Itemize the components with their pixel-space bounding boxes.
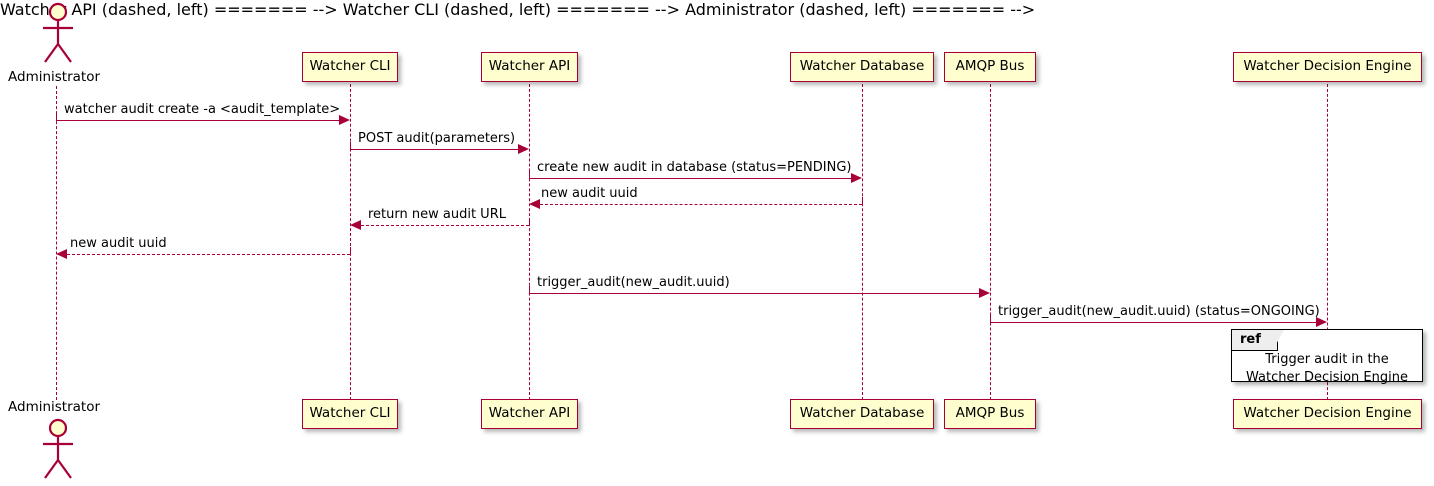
actor-label-administrator-bottom: Administrator <box>8 399 101 415</box>
message-6-arrowhead <box>56 249 67 259</box>
message-4-label: new audit uuid <box>541 186 638 201</box>
message-5-label: return new audit URL <box>368 207 506 222</box>
message-2-line <box>350 149 518 150</box>
ref-fragment-body: Trigger audit in the Watcher Decision En… <box>1232 351 1422 386</box>
message-4-line <box>540 204 862 205</box>
message-1-line <box>56 120 339 121</box>
message-2-arrowhead <box>518 144 529 154</box>
ref-fragment-line-1: Trigger audit in the <box>1265 352 1389 367</box>
participant-watcher-api-bottom[interactable]: Watcher API <box>481 399 578 429</box>
message-6-label: new audit uuid <box>70 236 167 251</box>
participant-amqp-bus-bottom[interactable]: AMQP Bus <box>944 399 1036 429</box>
message-4-arrowhead <box>529 199 540 209</box>
participant-label: Watcher Decision Engine <box>1243 58 1412 75</box>
participant-label: AMQP Bus <box>955 405 1025 422</box>
ref-fragment-tag-notch <box>1274 330 1284 348</box>
participant-label: Watcher CLI <box>309 405 391 422</box>
participant-label: Watcher Database <box>799 58 925 75</box>
participant-watcher-database-top[interactable]: Watcher Database <box>790 52 934 82</box>
lifeline-administrator <box>56 86 57 400</box>
lifeline-watcher-decision-engine <box>1327 84 1328 400</box>
participant-label: AMQP Bus <box>955 58 1025 75</box>
message-2-origin-tick <box>350 142 351 150</box>
participant-watcher-decision-engine-top[interactable]: Watcher Decision Engine <box>1233 52 1422 82</box>
message-6-line <box>67 254 350 255</box>
participant-label: Watcher Decision Engine <box>1243 405 1412 422</box>
message-1-arrowhead <box>339 115 350 125</box>
message-4-origin-tick <box>862 197 863 205</box>
participant-label: Watcher API <box>488 58 571 75</box>
lifeline-watcher-api <box>529 84 530 400</box>
participant-amqp-bus-top[interactable]: AMQP Bus <box>944 52 1036 82</box>
message-5-line <box>361 225 529 226</box>
actor-icon <box>43 418 73 479</box>
participant-watcher-cli-bottom[interactable]: Watcher CLI <box>302 399 398 429</box>
message-3-line <box>529 178 851 179</box>
participant-label: Watcher Database <box>799 405 925 422</box>
lifeline-watcher-database <box>862 84 863 400</box>
ref-fragment: ref Trigger audit in the Watcher Decisio… <box>1231 329 1423 385</box>
message-8-label: trigger_audit(new_audit.uuid) (status=ON… <box>998 304 1320 319</box>
participant-label: Watcher CLI <box>309 58 391 75</box>
message-7-arrowhead <box>979 288 990 298</box>
actor-figure-administrator-top <box>30 2 86 70</box>
message-3-arrowhead <box>851 173 862 183</box>
message-6-origin-tick <box>350 247 351 255</box>
message-3-origin-tick <box>529 171 530 179</box>
participant-watcher-decision-engine-bottom[interactable]: Watcher Decision Engine <box>1233 399 1422 429</box>
message-8-origin-tick <box>990 315 991 323</box>
actor-icon <box>43 2 73 63</box>
message-1-origin-tick <box>56 113 57 121</box>
ref-fragment-tag: ref <box>1232 330 1278 352</box>
participant-watcher-api-top[interactable]: Watcher API <box>481 52 578 82</box>
message-5-arrowhead <box>350 220 361 230</box>
message-2-label: POST audit(parameters) <box>358 131 516 146</box>
actor-label-administrator-top: Administrator <box>8 69 101 85</box>
ref-fragment-line-2: Watcher Decision Engine <box>1246 369 1408 385</box>
actor-figure-administrator-bottom <box>30 418 86 486</box>
message-8-line <box>990 322 1316 323</box>
lifeline-watcher-cli <box>350 84 351 400</box>
participant-watcher-database-bottom[interactable]: Watcher Database <box>790 399 934 429</box>
participant-label: Watcher API <box>488 405 571 422</box>
participant-watcher-cli-top[interactable]: Watcher CLI <box>302 52 398 82</box>
message-7-line <box>529 293 979 294</box>
message-5-origin-tick <box>529 218 530 226</box>
message-8-arrowhead <box>1316 317 1327 327</box>
message-1-label: watcher audit create -a <audit_template> <box>64 102 341 117</box>
message-3-label: create new audit in database (status=PEN… <box>537 160 852 175</box>
message-7-label: trigger_audit(new_audit.uuid) <box>537 275 730 290</box>
lifeline-amqp-bus <box>990 84 991 400</box>
message-7-origin-tick <box>529 286 530 294</box>
